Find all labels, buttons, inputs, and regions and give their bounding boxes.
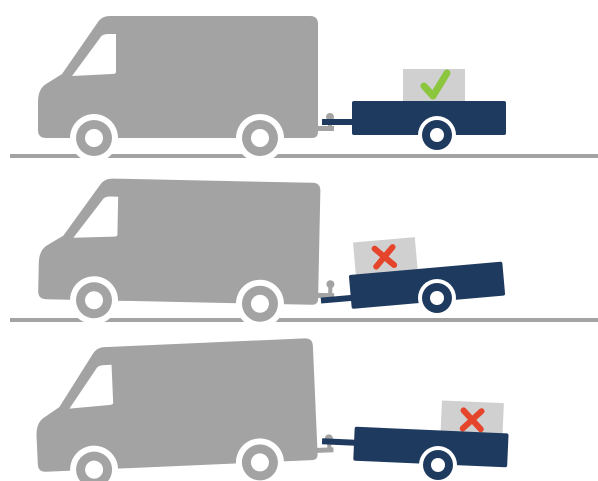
scene-nose-up-incorrect bbox=[33, 337, 510, 481]
trailer-rim bbox=[431, 458, 445, 472]
trailer bbox=[316, 230, 505, 312]
van bbox=[38, 16, 334, 162]
scene-level-correct bbox=[10, 16, 598, 162]
scene-nose-down-incorrect bbox=[10, 177, 598, 329]
trailer-rim bbox=[430, 128, 444, 142]
van bbox=[38, 177, 337, 329]
trailer bbox=[321, 395, 510, 467]
trailer-rim bbox=[430, 291, 444, 305]
trailer bbox=[322, 69, 506, 154]
van bbox=[33, 337, 335, 481]
